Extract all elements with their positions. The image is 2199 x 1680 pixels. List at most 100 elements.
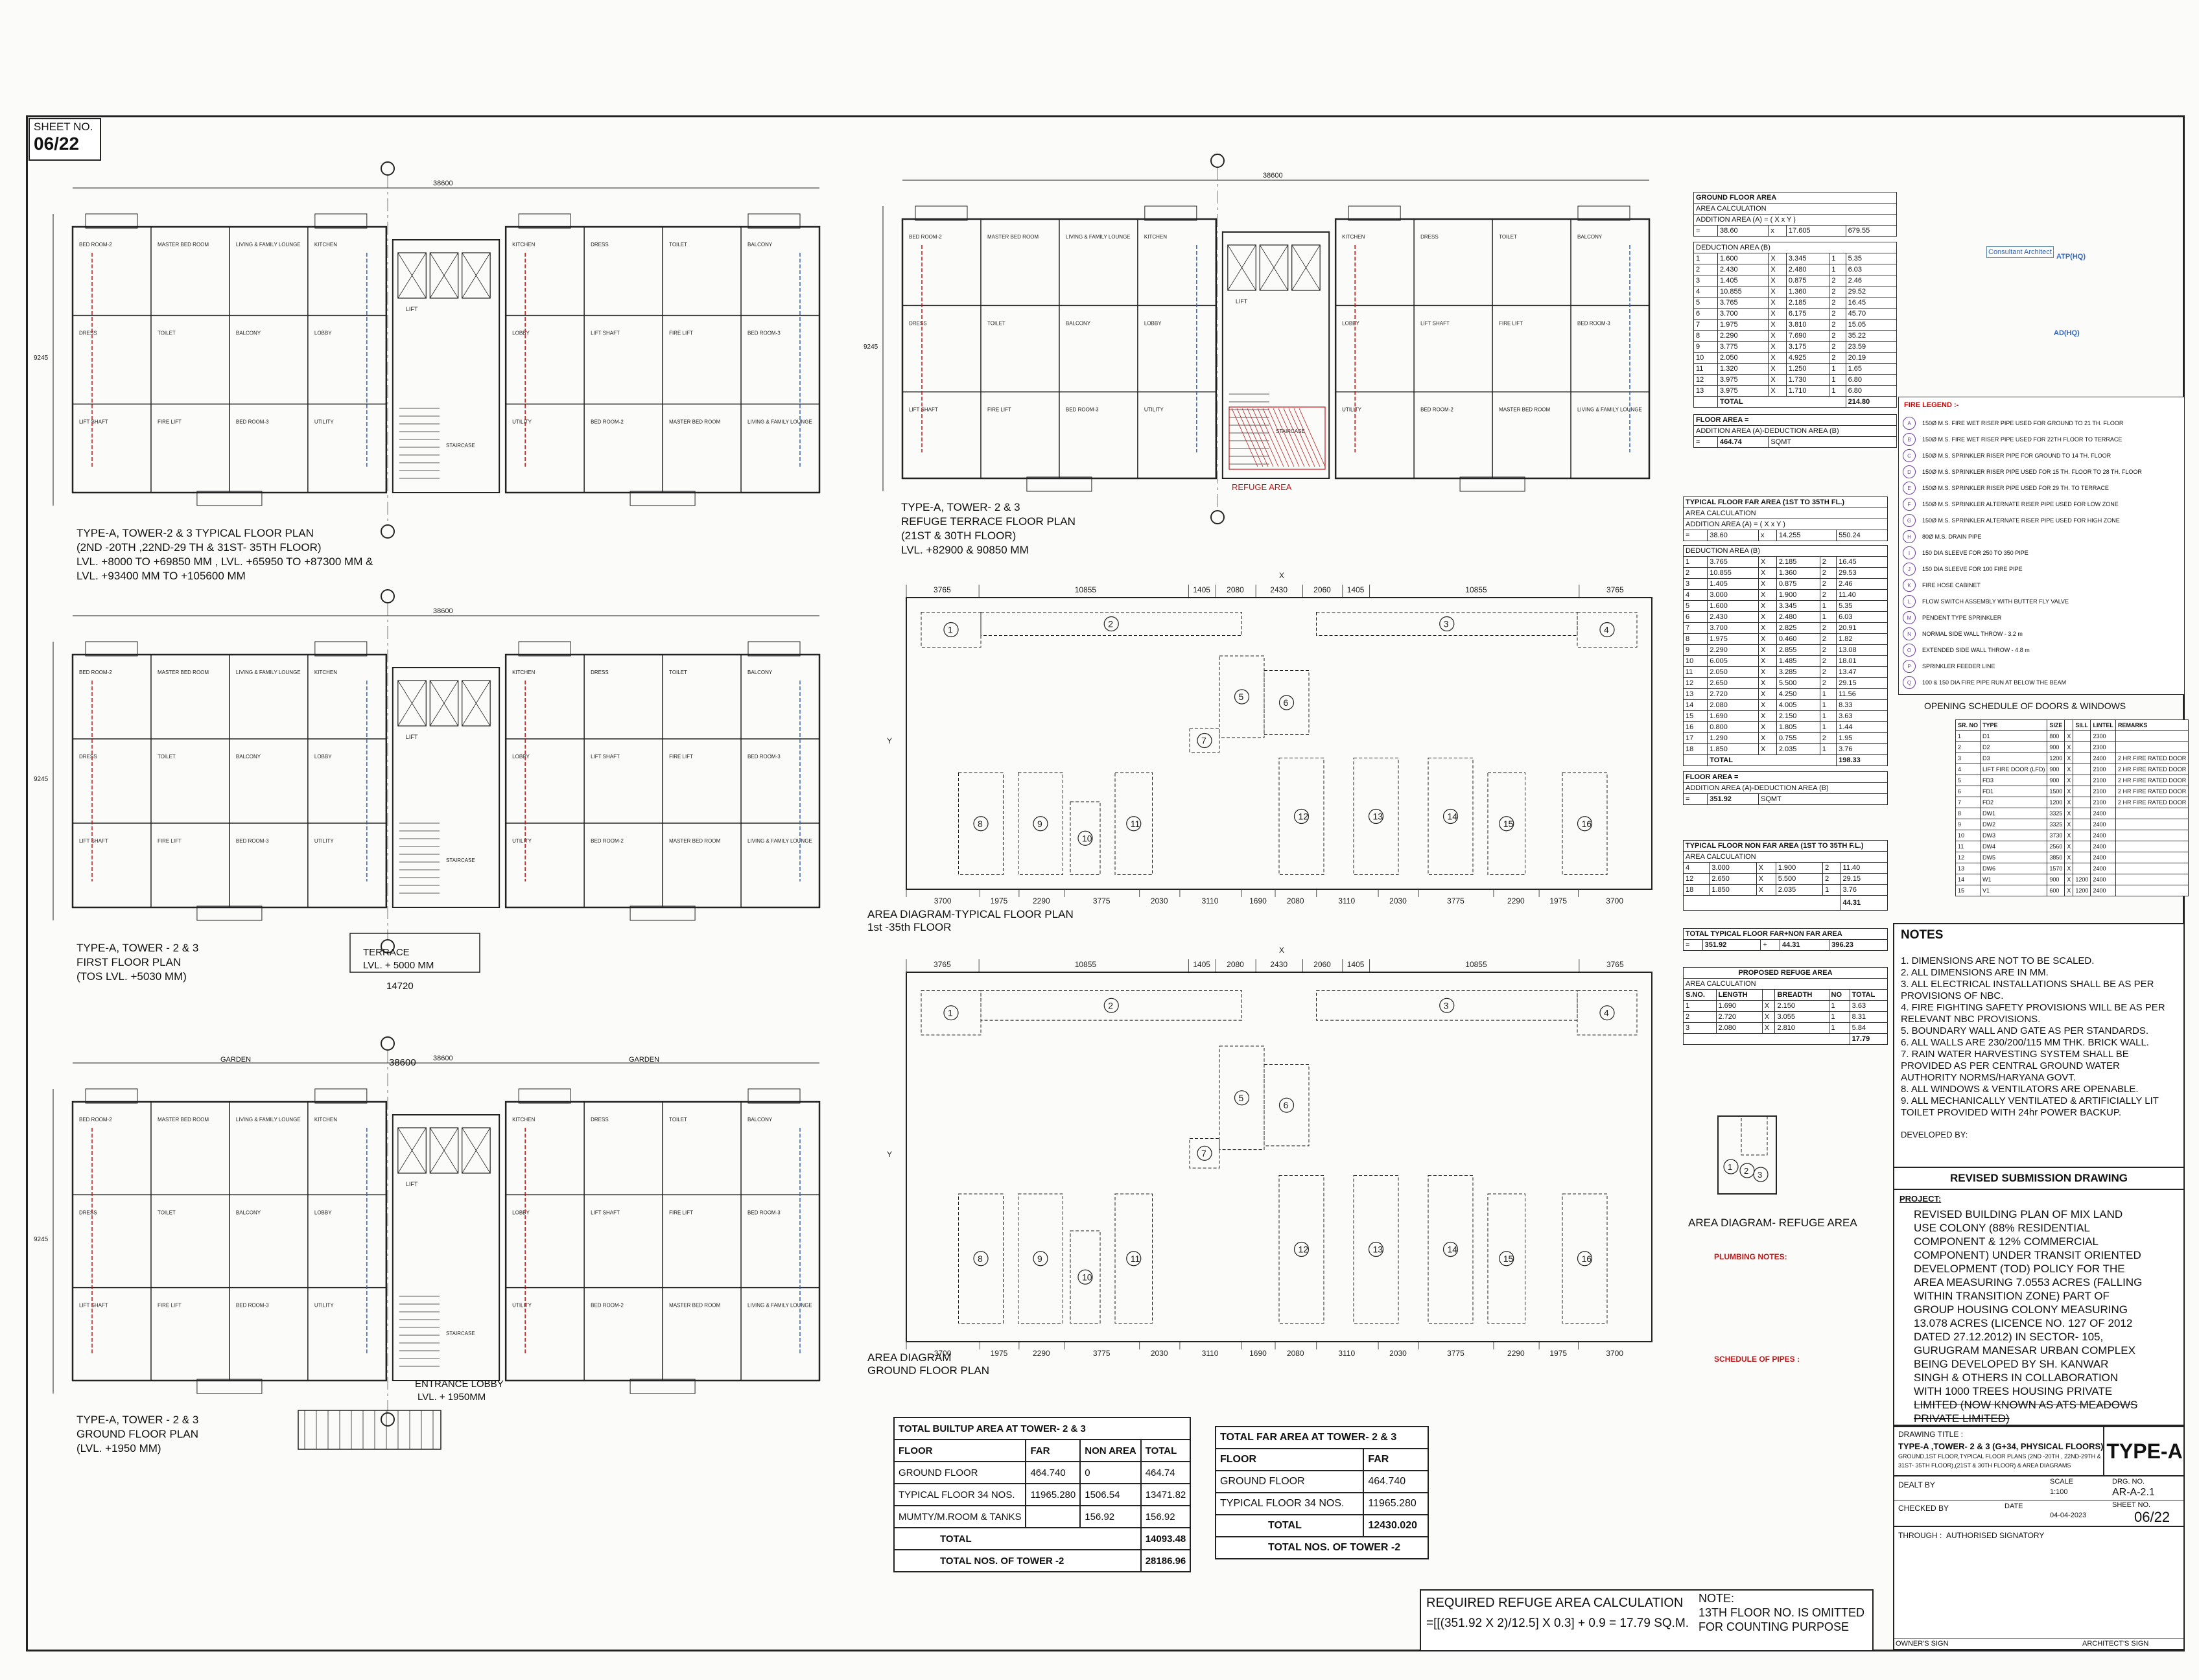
project-line: PRIVATE LIMITED) <box>1914 1412 2010 1425</box>
area-number: 3 <box>1444 619 1449 629</box>
op-cell: 2 HR FIRE RATED DOOR <box>2115 764 2189 775</box>
room-label: BED ROOM-3 <box>236 838 269 844</box>
fire-legend-text: 150Ø M.S. SPRINKLER RISER PIPE USED FOR … <box>1922 469 2142 475</box>
tf-cell: 18.01 <box>1836 655 1888 667</box>
tf-cell: 1 <box>1819 721 1837 733</box>
top-dim-text: 1405 <box>1193 960 1210 969</box>
tf-cell: 2 <box>1819 567 1837 579</box>
drawing-sub2: 31ST- 35TH FLOOR),(21ST & 30TH FLOOR) & … <box>1898 1462 2071 1469</box>
ga-cell: 3.345 <box>1785 253 1830 264</box>
tf-cell: 13.47 <box>1836 666 1888 678</box>
sheet-number: 06/22 <box>34 134 80 154</box>
ra-cell: 1.690 <box>1715 1000 1763 1012</box>
room-label: BALCONY <box>1066 320 1091 326</box>
tf-cell: 17 <box>1682 732 1708 744</box>
garden-label-2: GARDEN <box>629 1056 660 1064</box>
ga-cell: 2.185 <box>1785 297 1830 309</box>
hatch-line <box>1288 408 1315 467</box>
area-number-circle <box>1278 1097 1295 1113</box>
op-cell: X <box>2064 775 2074 786</box>
balcony <box>915 205 968 221</box>
tf-cell: 1 <box>1819 688 1837 700</box>
area-segment <box>1562 772 1608 875</box>
op-cell: 2400 <box>2090 852 2116 863</box>
fire-legend-symbol-icon: Q <box>1903 676 1916 689</box>
room-label: BALCONY <box>747 670 773 675</box>
room-label: BALCONY <box>236 1209 261 1215</box>
ga-cell: X <box>1768 264 1787 275</box>
op-cell: X <box>2064 863 2074 874</box>
ra-cell: 1 <box>1828 1011 1850 1023</box>
ga-add-x: 38.60 <box>1717 225 1769 237</box>
terrace-label: TERRACE <box>363 947 410 958</box>
hatch-line <box>1293 408 1321 467</box>
tf-add-y: 14.255 <box>1776 530 1837 541</box>
ra-cell: 2.810 <box>1774 1022 1829 1034</box>
tf-cell: 11 <box>1682 666 1708 678</box>
dim-14720: 14720 <box>386 981 414 992</box>
ga-cell: 15.05 <box>1845 319 1898 331</box>
area-number: 15 <box>1503 819 1514 829</box>
area-diagram-ground-sub: GROUND FLOOR PLAN <box>867 1364 989 1377</box>
tf-cell: X <box>1758 743 1777 755</box>
area-number-circle <box>1293 1241 1310 1257</box>
sheet-number-box: SHEET NO. 06/22 <box>29 118 101 161</box>
op-cell: 900 <box>2047 874 2065 885</box>
op-cell: D2 <box>1980 741 2048 753</box>
ga-cell: X <box>1768 253 1787 264</box>
tf-cell: X <box>1758 644 1777 656</box>
op-cell: 2400 <box>2090 885 2116 896</box>
project-line: 13.078 ACRES (LICENCE NO. 127 OF 2012 <box>1914 1317 2133 1329</box>
ra-col: S.NO. <box>1683 989 1717 1001</box>
op-col <box>2064 719 2074 731</box>
lift-cross <box>1259 244 1289 291</box>
bottom-dim-text: 3700 <box>934 1349 952 1358</box>
tf-cell: 13.08 <box>1836 644 1888 656</box>
first-plan-line3: (TOS LVL. +5030 MM) <box>76 970 187 983</box>
op-cell: 2400 <box>2090 808 2116 819</box>
hatch-line <box>1299 408 1326 467</box>
note-line: 4. FIRE FIGHTING SAFETY PROVISIONS WILL … <box>1901 1002 2165 1013</box>
developed-by-label: DEVELOPED BY: <box>1901 1130 1968 1139</box>
openings-title: OPENING SCHEDULE OF DOORS & WINDOWS <box>1924 701 2126 711</box>
fire-legend-text: 150 DIA SLEEVE FOR 100 FIRE PIPE <box>1922 566 2023 572</box>
op-cell <box>2115 885 2189 896</box>
ra-cell: 2.150 <box>1774 1000 1829 1012</box>
tf-cell: 2 <box>1819 644 1837 656</box>
ground-floor-area-table: GROUND FLOOR AREA AREA CALCULATION ADDIT… <box>1693 192 1898 448</box>
nf-cell: 12 <box>1682 873 1710 885</box>
tf-cell: 1 <box>1819 710 1837 722</box>
ga-cell: 2 <box>1829 275 1846 286</box>
balcony <box>518 213 571 229</box>
room-label: BED ROOM-2 <box>591 419 624 425</box>
tf-cell: 16 <box>1682 721 1708 733</box>
garden-label-1: GARDEN <box>220 1056 252 1064</box>
hatch-line <box>1273 408 1300 467</box>
ra-total: 17.79 <box>1849 1033 1888 1045</box>
op-cell <box>2073 841 2091 852</box>
core-outline <box>392 1114 500 1381</box>
bottom-dim-text: 2290 <box>1033 1349 1050 1358</box>
tf-cell: 3.000 <box>1707 589 1759 601</box>
ground-plan-line2: GROUND FLOOR PLAN <box>76 1428 198 1440</box>
tf-cell: 3.285 <box>1776 666 1820 678</box>
op-cell <box>2115 819 2189 830</box>
top-dim-text: 1405 <box>1347 585 1365 594</box>
area-number: 7 <box>1201 736 1206 746</box>
tf-cell: 1.290 <box>1707 732 1759 744</box>
tf-cell: 2.430 <box>1707 611 1759 623</box>
room-label: FIRE LIFT <box>669 331 693 336</box>
room-label: LIVING & FAMILY LOUNGE <box>236 242 301 248</box>
ra-cell: X <box>1761 1000 1776 1012</box>
ga-cell: 3.700 <box>1717 308 1769 320</box>
area-number: 5 <box>1239 1093 1244 1103</box>
ga-cell: 5.35 <box>1845 253 1898 264</box>
op-col: SIZE <box>2047 719 2065 731</box>
